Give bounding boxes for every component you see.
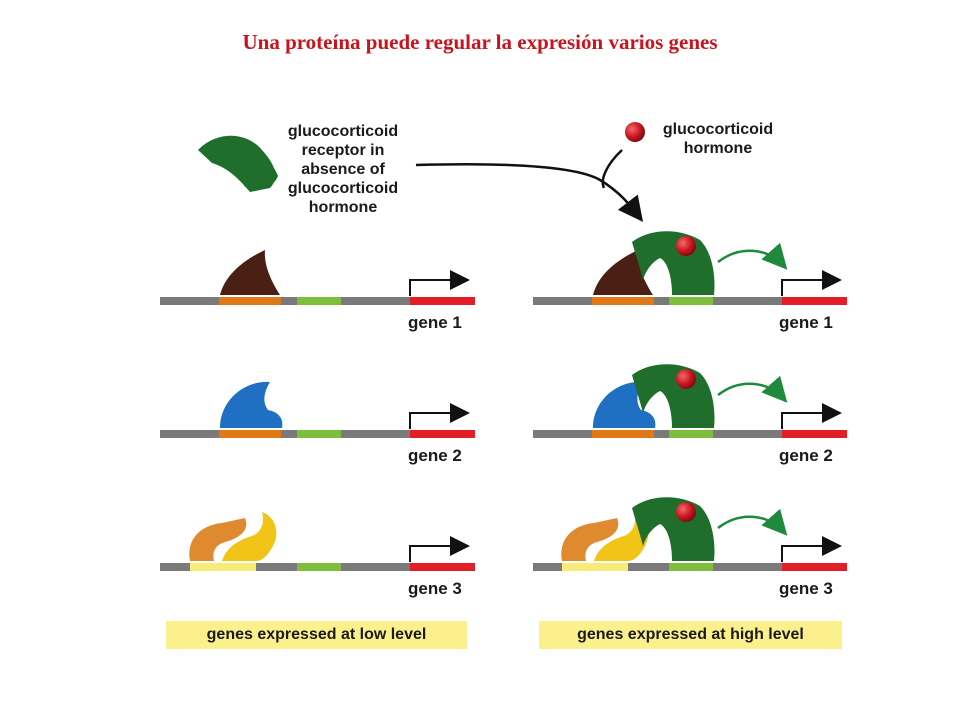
blue-activator-icon	[220, 381, 283, 428]
gene-label-right-3: gene 3	[779, 579, 833, 598]
receptor-label-line: glucocorticoid	[287, 123, 399, 140]
hormone-label-line: glucocorticoid	[662, 121, 774, 138]
left-row-2	[160, 381, 475, 438]
receptor-label: glucocorticoid receptor in absence of gl…	[268, 122, 418, 217]
receptor-label-line: hormone	[308, 199, 378, 216]
hormone-label: glucocorticoid hormone	[648, 120, 788, 158]
receptor-label-line: receptor in	[301, 142, 385, 159]
page-title: Una proteína puede regular la expresión …	[242, 30, 718, 54]
right-row-3	[533, 497, 847, 571]
hormone-arrow	[601, 149, 623, 189]
hormone-icon	[625, 122, 645, 142]
brown-activator-icon	[220, 250, 280, 295]
receptor-label-line: glucocorticoid	[287, 180, 399, 197]
left-row-1	[160, 250, 475, 305]
gene-label-right-1: gene 1	[779, 313, 833, 332]
gene-label-left-1: gene 1	[408, 313, 462, 332]
yellow-activator-icon	[222, 512, 277, 561]
left-row-3	[160, 512, 475, 571]
receptor-binding-arrow	[415, 163, 644, 222]
right-row-2	[533, 364, 847, 438]
orange-activator-icon	[189, 518, 247, 561]
gene-label-left-2: gene 2	[408, 446, 462, 465]
gene-label-right-2: gene 2	[779, 446, 833, 465]
gene-label-left-3: gene 3	[408, 579, 462, 598]
free-receptor-icon	[198, 135, 278, 192]
right-row-1	[533, 231, 847, 305]
receptor-label-line: absence of	[301, 161, 385, 178]
hormone-label-line: hormone	[683, 140, 753, 157]
summary-high-expression: genes expressed at high level	[539, 621, 842, 649]
summary-low-expression: genes expressed at low level	[166, 621, 467, 649]
